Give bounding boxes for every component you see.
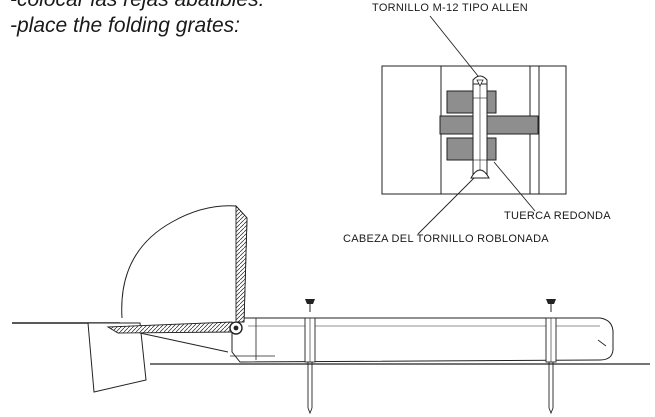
callout-round-nut: TUERCA REDONDA <box>504 210 611 222</box>
concrete-block <box>87 322 147 393</box>
detail-knuckle-bottom <box>446 137 497 161</box>
detail-knuckle-top <box>446 90 497 114</box>
anchor-bolt-right <box>545 299 557 415</box>
detail-allen-socket <box>476 79 484 87</box>
leader-nut <box>493 161 536 212</box>
grate-right-tick <box>597 339 607 347</box>
detail-horizontal-bar <box>439 115 539 135</box>
leader-screw <box>429 15 479 77</box>
anchor-bolt-left <box>304 299 316 415</box>
rail-underside <box>139 332 229 353</box>
hinge-pin-inner <box>233 325 239 331</box>
detail-riveted-head <box>470 169 490 179</box>
leader-screw-head <box>417 177 475 235</box>
callout-riveted-screw-head: CABEZA DEL TORNILLO ROBLONADA <box>343 233 549 245</box>
open-lid-hatched-edge <box>235 204 248 323</box>
section-view <box>12 204 650 415</box>
instruction-spanish: -colocar las rejas abatibles: <box>10 0 264 12</box>
callout-allen-screw: TORNILLO M-12 TIPO ALLEN <box>372 2 528 14</box>
instruction-english: -place the folding grates: <box>10 14 240 37</box>
detail-view <box>381 65 567 195</box>
open-lid <box>121 205 248 323</box>
grate-body <box>231 317 614 363</box>
